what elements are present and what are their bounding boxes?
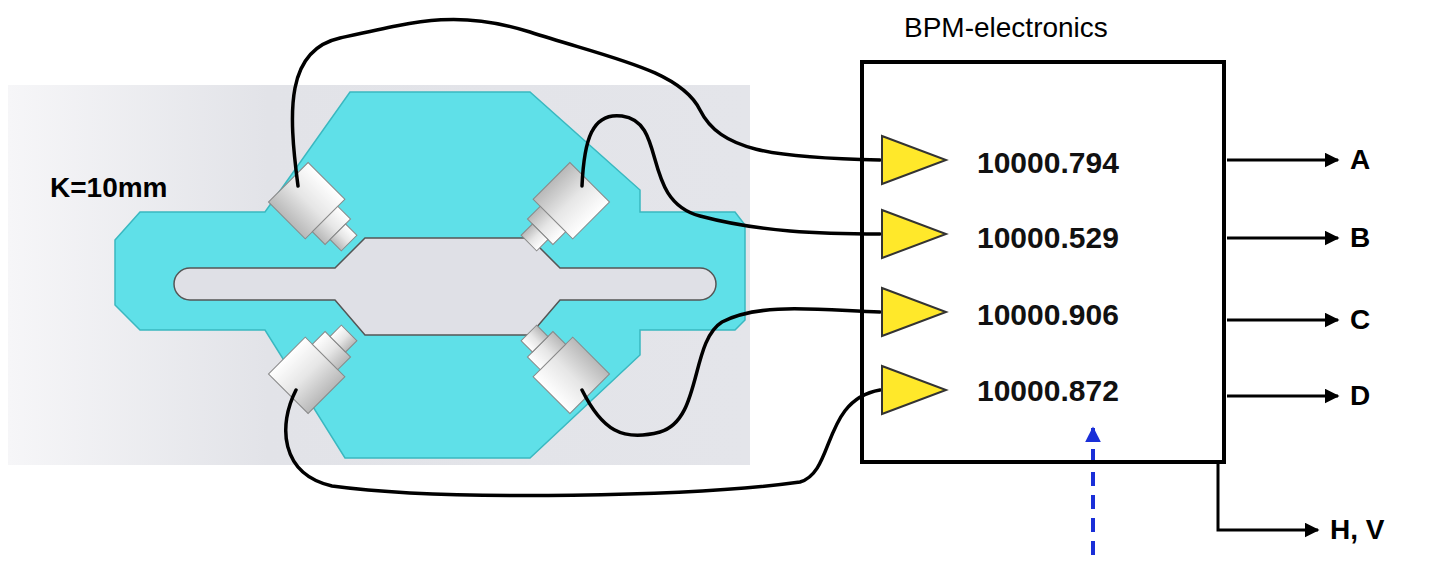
signal-name: B (1350, 222, 1370, 254)
amplifier-symbol (882, 136, 946, 414)
output-arrow (1227, 237, 1338, 240)
button-electrode (269, 313, 369, 413)
output-arrow (1227, 159, 1338, 162)
backdrop (8, 85, 750, 465)
cable (292, 19, 880, 186)
amplifier-symbol (882, 136, 946, 184)
output-arrow (1218, 463, 1318, 530)
signal-name: D (1350, 380, 1370, 412)
amplifier-symbol (882, 210, 946, 258)
cable (286, 390, 880, 496)
button-electrode (269, 163, 369, 263)
output-arrow (1227, 395, 1338, 398)
cable (582, 116, 880, 234)
cables (286, 19, 880, 495)
button-electrode (509, 313, 609, 413)
button-electrode (509, 163, 609, 263)
cable (582, 309, 880, 436)
amplifier-symbol (882, 366, 946, 414)
signal-reading: 10000.529 (977, 221, 1119, 255)
signal-name: C (1350, 304, 1370, 336)
output-arrows (1218, 160, 1338, 530)
digit-pointer (1091, 428, 1095, 555)
signal-name: A (1350, 144, 1370, 176)
output-arrow (1227, 319, 1338, 322)
box-heading: BPM-electronics (904, 12, 1108, 44)
signal-reading: 10000.906 (977, 298, 1119, 332)
signal-name: H, V (1330, 514, 1384, 546)
dimension-label: K=10mm (50, 172, 168, 204)
electronics-box: BPM-electronics10000.79410000.52910000.9… (860, 60, 1226, 464)
amplifier-symbol (882, 288, 946, 336)
signal-reading: 10000.872 (977, 374, 1119, 408)
beam-aperture (174, 238, 716, 335)
signal-reading: 10000.794 (977, 146, 1119, 180)
